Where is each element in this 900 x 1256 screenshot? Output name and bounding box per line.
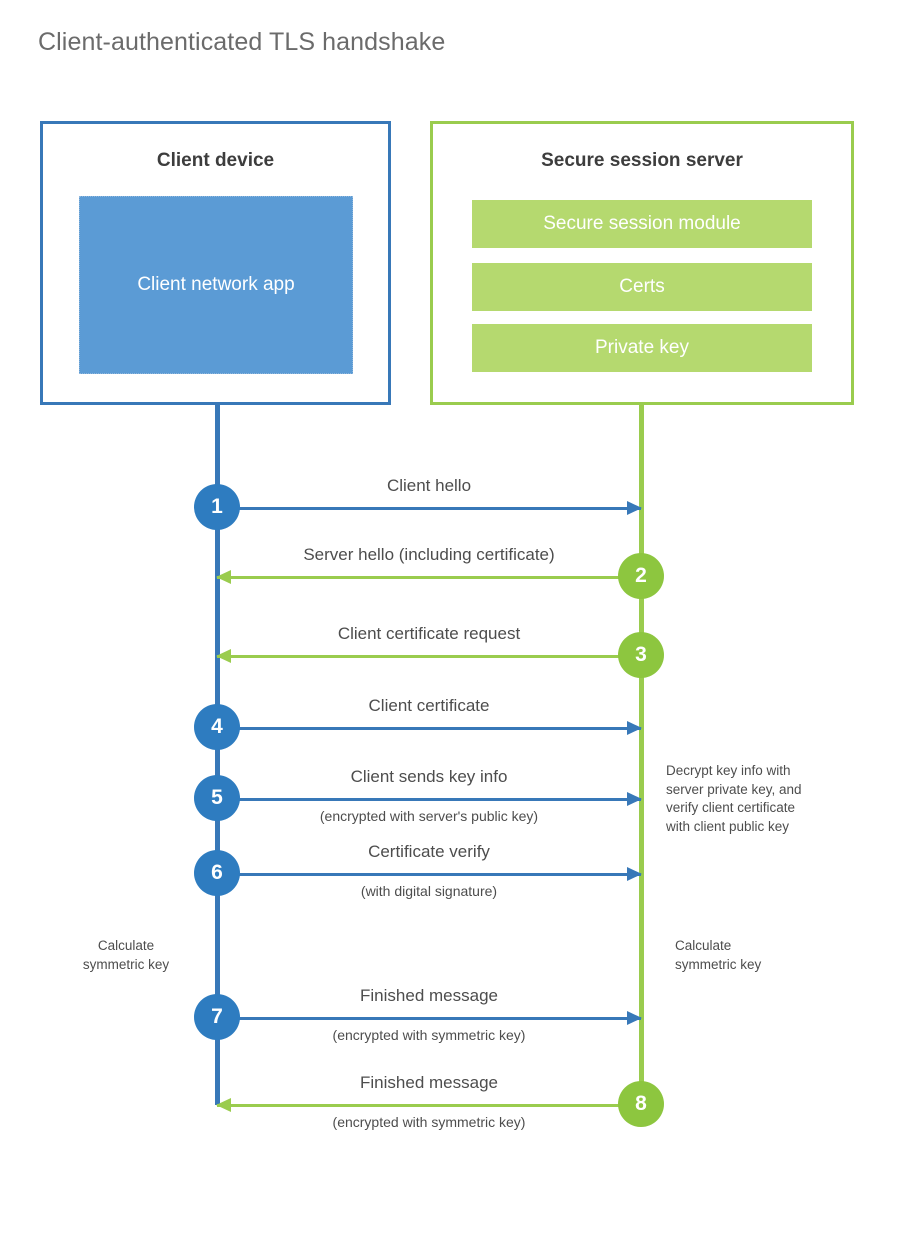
client-device-box: Client device Client network app xyxy=(40,121,391,405)
step-badge-2: 2 xyxy=(618,553,664,599)
server-decrypt-note: Decrypt key info with server private key… xyxy=(666,762,856,837)
step-badge-5: 5 xyxy=(194,775,240,821)
message-sublabel-7: (encrypted with symmetric key) xyxy=(332,1027,526,1043)
message-arrow-1 xyxy=(217,501,642,515)
note-line: Decrypt key info with xyxy=(666,763,791,778)
message-sublabel-8: (encrypted with symmetric key) xyxy=(332,1114,526,1130)
arrow-head-left-icon xyxy=(216,570,231,584)
arrow-head-left-icon xyxy=(216,1098,231,1112)
secure-session-server-title: Secure session server xyxy=(541,150,743,171)
client-calculate-symmetric-key-note: Calculate symmetric key xyxy=(46,937,206,974)
message-sublabel-6: (with digital signature) xyxy=(360,883,498,899)
message-label-3: Client certificate request xyxy=(337,624,521,643)
arrow-head-right-icon xyxy=(627,721,642,735)
message-arrow-8 xyxy=(216,1098,641,1112)
step-badge-1: 1 xyxy=(194,484,240,530)
message-label-4: Client certificate xyxy=(368,696,490,715)
note-line: symmetric key xyxy=(82,956,170,972)
server-component-private-key: Private key xyxy=(472,324,812,372)
server-lifeline xyxy=(639,405,644,1105)
arrow-head-left-icon xyxy=(216,649,231,663)
message-label-7: Finished message xyxy=(360,986,498,1005)
client-device-title: Client device xyxy=(156,150,275,171)
note-line: with client public key xyxy=(666,818,790,834)
message-sublabel-5: (encrypted with server's public key) xyxy=(319,808,539,824)
client-network-app-block: Client network app xyxy=(79,196,353,374)
step-badge-7: 7 xyxy=(194,994,240,1040)
message-label-1: Client hello xyxy=(386,476,472,495)
server-component-certs: Certs xyxy=(472,263,812,311)
message-label-5: Client sends key info xyxy=(350,767,508,786)
note-line: symmetric key xyxy=(675,956,762,972)
server-calculate-symmetric-key-note: Calculate symmetric key xyxy=(675,937,845,974)
step-badge-3: 3 xyxy=(618,632,664,678)
message-arrow-3 xyxy=(216,649,641,663)
note-line: verify client certificate xyxy=(666,800,796,816)
arrow-head-right-icon xyxy=(627,792,642,806)
message-arrow-6 xyxy=(217,867,642,881)
message-arrow-5 xyxy=(217,792,642,806)
message-arrow-7 xyxy=(217,1011,642,1025)
arrow-head-right-icon xyxy=(627,1011,642,1025)
step-badge-4: 4 xyxy=(194,704,240,750)
note-line: server private key, and xyxy=(666,781,802,797)
step-badge-8: 8 xyxy=(618,1081,664,1127)
message-arrow-4 xyxy=(217,721,642,735)
secure-session-server-box: Secure session server Secure session mod… xyxy=(430,121,854,405)
arrow-head-right-icon xyxy=(627,867,642,881)
message-label-2: Server hello (including certificate) xyxy=(303,545,555,564)
note-line: Calculate xyxy=(97,938,155,953)
message-label-8: Finished message xyxy=(360,1073,498,1092)
page-title: Client-authenticated TLS handshake xyxy=(38,28,446,56)
server-component-secure-session-module: Secure session module xyxy=(472,200,812,248)
note-line: Calculate xyxy=(675,938,732,953)
arrow-head-right-icon xyxy=(627,501,642,515)
step-badge-6: 6 xyxy=(194,850,240,896)
client-lifeline xyxy=(215,405,220,1105)
message-label-6: Certificate verify xyxy=(368,842,490,861)
message-arrow-2 xyxy=(216,570,641,584)
